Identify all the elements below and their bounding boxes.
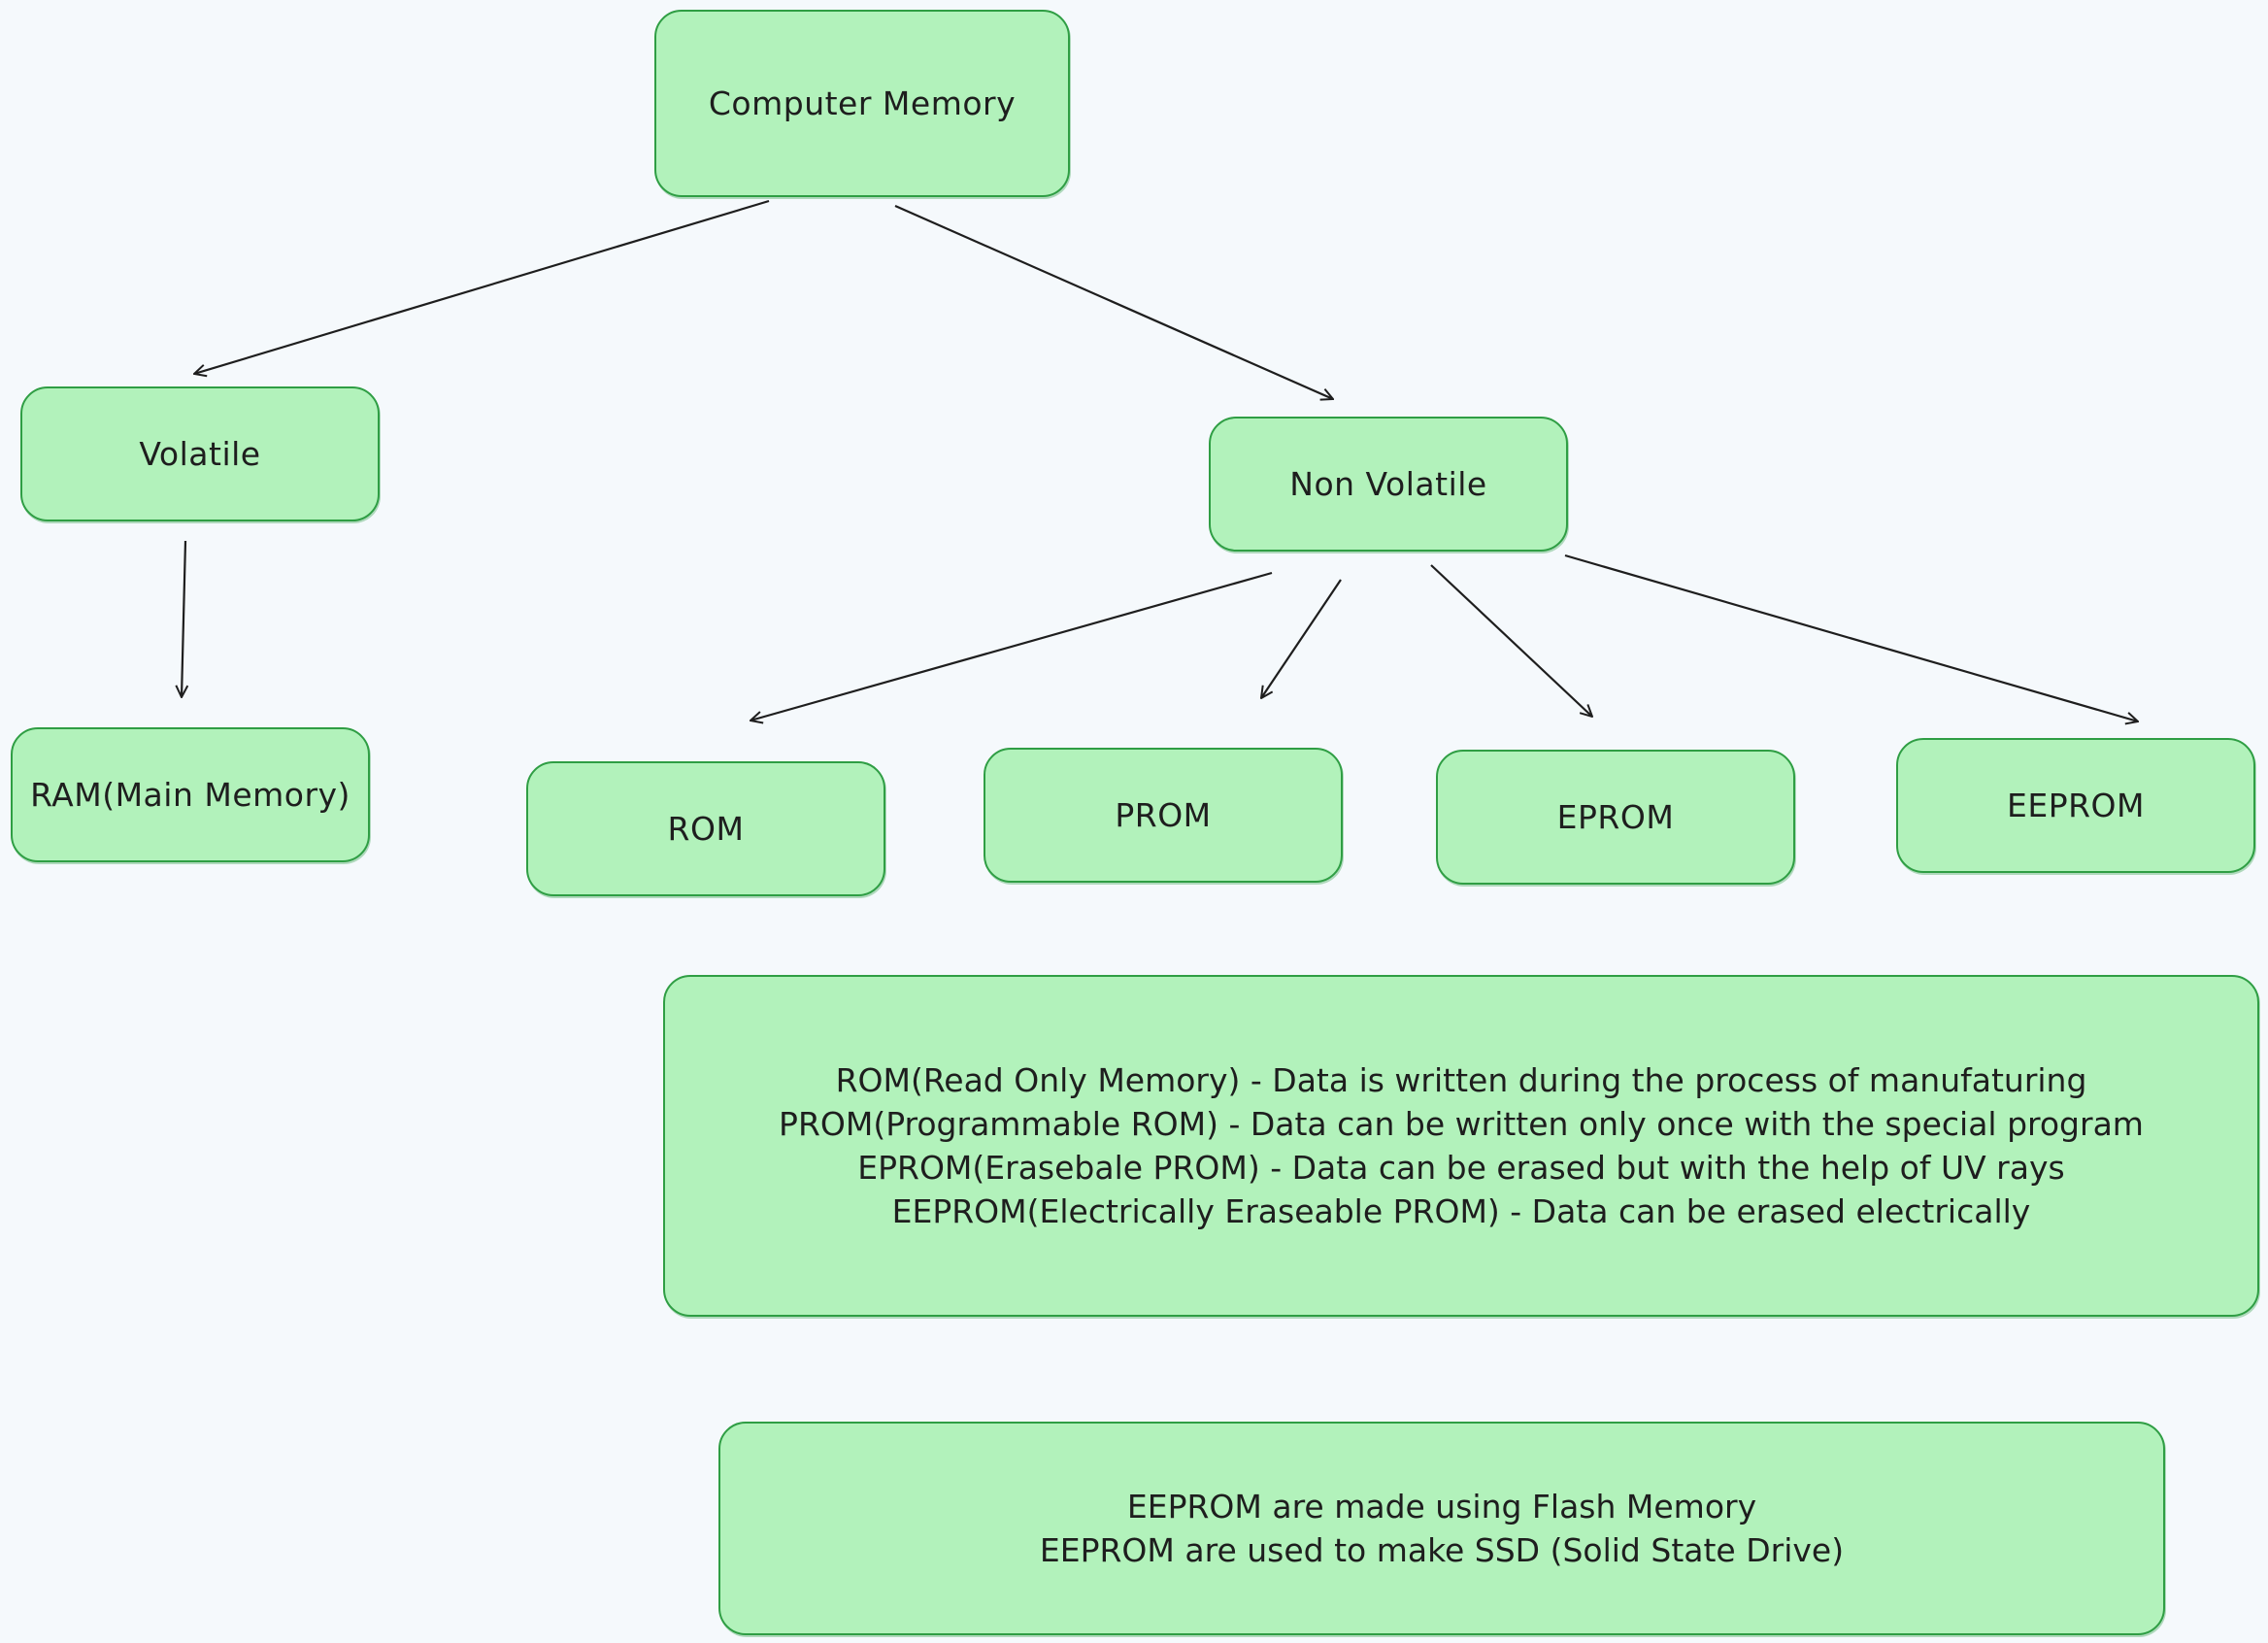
note-line-eeprom: EEPROM(Electrically Eraseable PROM) - Da… bbox=[891, 1192, 2031, 1230]
arrow-non-volatile-to-rom bbox=[750, 571, 1273, 721]
node-non-volatile[interactable]: Non Volatile bbox=[1209, 417, 1568, 552]
node-eprom-label: EPROM bbox=[1556, 798, 1675, 836]
arrow-root-to-volatile bbox=[194, 199, 770, 374]
node-volatile[interactable]: Volatile bbox=[20, 386, 380, 521]
note-line-ssd: EEPROM are used to make SSD (Solid State… bbox=[1039, 1531, 1845, 1569]
node-eeprom-label: EEPROM bbox=[2007, 787, 2145, 824]
memory-types-note[interactable]: ROM(Read Only Memory) - Data is written … bbox=[663, 975, 2259, 1317]
note-line-rom: ROM(Read Only Memory) - Data is written … bbox=[835, 1061, 2087, 1099]
arrow-volatile-to-ram bbox=[182, 540, 185, 697]
node-prom-label: PROM bbox=[1115, 796, 1212, 834]
arrow-root-to-non-volatile bbox=[894, 204, 1333, 399]
node-eeprom[interactable]: EEPROM bbox=[1896, 738, 2255, 873]
note-line-flash: EEPROM are made using Flash Memory bbox=[1126, 1488, 1757, 1526]
node-computer-memory-label: Computer Memory bbox=[708, 84, 1017, 122]
note-line-eprom: EPROM(Erasebale PROM) - Data can be eras… bbox=[857, 1149, 2065, 1187]
arrow-non-volatile-to-prom bbox=[1261, 579, 1342, 698]
node-volatile-label: Volatile bbox=[139, 435, 261, 473]
eeprom-note[interactable]: EEPROM are made using Flash Memory EEPRO… bbox=[718, 1422, 2165, 1635]
arrow-non-volatile-to-eeprom bbox=[1564, 553, 2138, 721]
note-line-prom: PROM(Programmable ROM) - Data can be wri… bbox=[779, 1105, 2144, 1143]
node-ram-label: RAM(Main Memory) bbox=[30, 776, 350, 814]
node-rom-label: ROM bbox=[667, 810, 745, 848]
node-computer-memory[interactable]: Computer Memory bbox=[654, 10, 1070, 197]
node-ram[interactable]: RAM(Main Memory) bbox=[11, 727, 370, 862]
node-eprom[interactable]: EPROM bbox=[1436, 750, 1795, 885]
node-prom[interactable]: PROM bbox=[984, 748, 1343, 883]
arrow-non-volatile-to-eprom bbox=[1430, 564, 1592, 717]
node-non-volatile-label: Non Volatile bbox=[1289, 465, 1487, 503]
node-rom[interactable]: ROM bbox=[526, 761, 885, 896]
